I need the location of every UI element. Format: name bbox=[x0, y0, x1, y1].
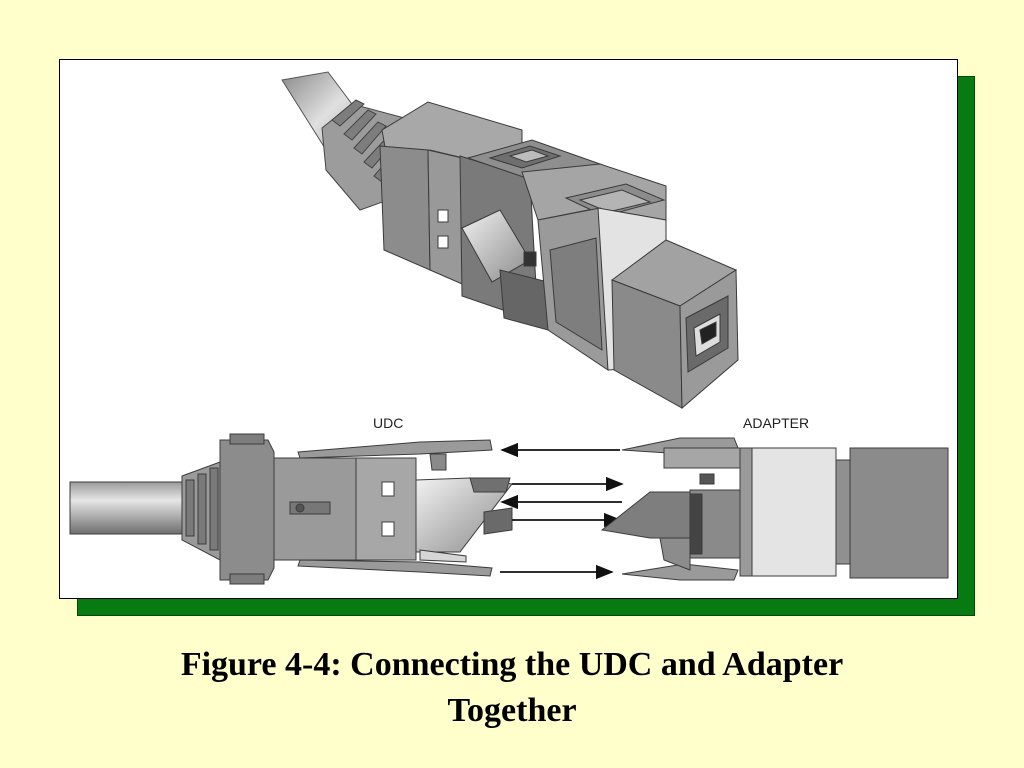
caption-line-2: Together bbox=[447, 692, 577, 729]
udc-window-upper bbox=[381, 481, 395, 497]
top-udc-housing bbox=[379, 101, 549, 331]
figure-panel: UDC ADAPTER bbox=[59, 59, 958, 599]
figure-caption: Figure 4-4: Connecting the UDC and Adapt… bbox=[0, 642, 1024, 734]
udc-connector bbox=[69, 433, 513, 585]
adapter-connector bbox=[600, 437, 949, 581]
assembled-connector bbox=[281, 71, 739, 410]
connector-illustration: UDC ADAPTER bbox=[69, 71, 949, 585]
adapter-jack-end bbox=[849, 447, 949, 579]
adapter-latch-bottom bbox=[621, 563, 739, 581]
top-adapter-jack bbox=[610, 239, 739, 410]
bottom-cable bbox=[69, 481, 186, 535]
bottom-boot bbox=[181, 461, 227, 561]
connection-arrows bbox=[500, 442, 624, 580]
udc-latch-bottom bbox=[297, 559, 493, 577]
udc-latch-top bbox=[297, 439, 493, 459]
udc-window-lower bbox=[381, 521, 395, 537]
adapter-label: ADAPTER bbox=[743, 415, 809, 431]
udc-label: UDC bbox=[373, 415, 403, 431]
caption-line-1: Figure 4-4: Connecting the UDC and Adapt… bbox=[180, 646, 844, 683]
adapter-collar bbox=[751, 447, 837, 577]
